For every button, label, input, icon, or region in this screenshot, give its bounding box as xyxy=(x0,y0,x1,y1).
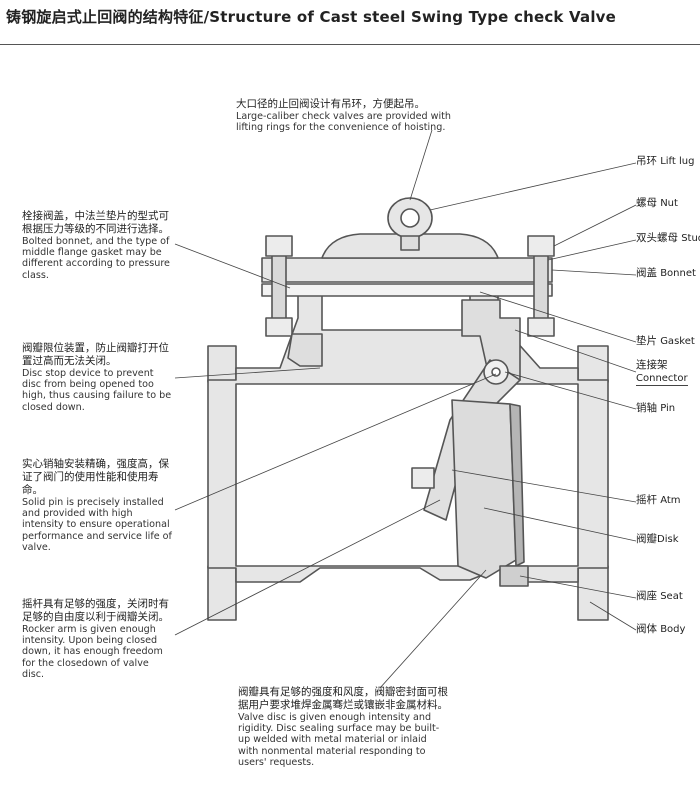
nut-bottom-right xyxy=(527,317,555,337)
note-valve-disc: 阀瓣具有足够的强度和风度，阀瓣密封面可根据用户要求堆焊金属骞烂或镶嵌非金属材料。… xyxy=(238,686,450,768)
label-bonnet-cn: 阀盖 xyxy=(636,267,657,279)
note-lift-rings: 大口径的止回阀设计有吊环，方便起吊。 Large-caliber check v… xyxy=(236,98,456,133)
label-seat-en: Seat xyxy=(660,591,683,602)
label-atm-en: Atm xyxy=(660,495,681,506)
label-lift-lug-cn: 吊环 xyxy=(636,155,657,167)
nut-bottom-left xyxy=(265,317,293,337)
label-body: 阀体 Body xyxy=(636,621,685,636)
label-atm-cn: 摇杆 xyxy=(636,494,657,506)
label-body-cn: 阀体 xyxy=(636,623,657,635)
note-disc-stop-en: Disc stop device to prevent disc from be… xyxy=(22,368,172,413)
label-disk-en: Disk xyxy=(657,534,679,545)
page-title: 铸钢旋启式止回阀的结构特征/Structure of Cast steel Sw… xyxy=(6,8,617,26)
nut-top-right xyxy=(527,235,555,257)
label-bonnet-en: Bonnet xyxy=(660,268,696,279)
note-lift-rings-cn: 大口径的止回阀设计有吊环，方便起吊。 xyxy=(236,98,425,110)
note-solid-pin-en: Solid pin is precisely installed and pro… xyxy=(22,497,172,553)
label-bonnet: 阀盖 Bonnet xyxy=(636,265,696,280)
label-gasket-cn: 垫片 xyxy=(636,335,657,347)
disc-sealing-face xyxy=(509,403,525,567)
note-disc-stop: 阀瓣限位装置，防止阀瓣打开位置过高而无法关闭。 Disc stop device… xyxy=(22,342,172,413)
label-gasket: 垫片 Gasket xyxy=(636,333,695,348)
lift-lug-stem xyxy=(400,235,420,251)
note-rocker-arm-en: Rocker arm is given enough intensity. Up… xyxy=(22,624,163,680)
label-lift-lug: 吊环 Lift lug xyxy=(636,153,694,168)
rocker-arm xyxy=(423,359,521,521)
label-atm: 摇杆 Atm xyxy=(636,492,681,507)
label-connector-en: Connector xyxy=(636,373,688,386)
seat xyxy=(499,565,529,587)
label-disk-cn: 阀瓣 xyxy=(636,533,657,545)
note-solid-pin: 实心销轴安装精确，强度高，保证了阀门的使用性能和使用寿命。 Solid pin … xyxy=(22,458,172,553)
label-pin: 销轴 Pin xyxy=(636,400,675,415)
note-lift-rings-en: Large-caliber check valves are provided … xyxy=(236,111,451,134)
label-pin-cn: 销轴 xyxy=(636,402,657,414)
label-stud-en: Stud xyxy=(681,233,700,244)
label-seat: 阀座 Seat xyxy=(636,588,683,603)
label-nut-en: Nut xyxy=(660,198,678,209)
label-connector: 连接架 Connector xyxy=(636,359,688,386)
disc-stop xyxy=(287,333,323,367)
label-connector-cn: 连接架 xyxy=(636,359,668,371)
note-rocker-arm: 摇杆具有足够的强度，关闭时有足够的自由度以利于阀瓣关闭。 Rocker arm … xyxy=(22,598,172,680)
title-divider xyxy=(0,44,700,45)
label-pin-en: Pin xyxy=(660,403,676,414)
label-seat-cn: 阀座 xyxy=(636,590,657,602)
note-valve-disc-en: Valve disc is given enough intensity and… xyxy=(238,712,440,768)
label-stud-cn: 双头螺母 xyxy=(636,232,678,244)
note-valve-disc-cn: 阀瓣具有足够的强度和风度，阀瓣密封面可根据用户要求堆焊金属骞烂或镶嵌非金属材料。 xyxy=(238,686,448,711)
note-bolted-bonnet: 栓接阀盖，中法兰垫片的型式可根据压力等级的不同进行选择。 Bolted bonn… xyxy=(22,210,172,281)
label-nut-cn: 螺母 xyxy=(636,197,657,209)
note-solid-pin-cn: 实心销轴安装精确，强度高，保证了阀门的使用性能和使用寿命。 xyxy=(22,458,169,496)
note-disc-stop-cn: 阀瓣限位装置，防止阀瓣打开位置过高而无法关闭。 xyxy=(22,342,169,367)
label-disk: 阀瓣Disk xyxy=(636,531,678,546)
note-rocker-arm-cn: 摇杆具有足够的强度，关闭时有足够的自由度以利于阀瓣关闭。 xyxy=(22,598,169,623)
label-nut: 螺母 Nut xyxy=(636,195,678,210)
note-bolted-bonnet-en: Bolted bonnet, and the type of middle fl… xyxy=(22,236,170,281)
label-body-en: Body xyxy=(660,624,686,635)
bonnet xyxy=(261,257,553,283)
label-stud: 双头螺母 Stud xyxy=(636,230,700,245)
label-lift-lug-en: Lift lug xyxy=(660,156,695,167)
nut-top-left xyxy=(265,235,293,257)
middle-flange xyxy=(261,283,553,297)
note-bolted-bonnet-cn: 栓接阀盖，中法兰垫片的型式可根据压力等级的不同进行选择。 xyxy=(22,210,169,235)
disc-nut xyxy=(411,467,435,489)
label-gasket-en: Gasket xyxy=(660,336,695,347)
disc xyxy=(451,399,517,579)
